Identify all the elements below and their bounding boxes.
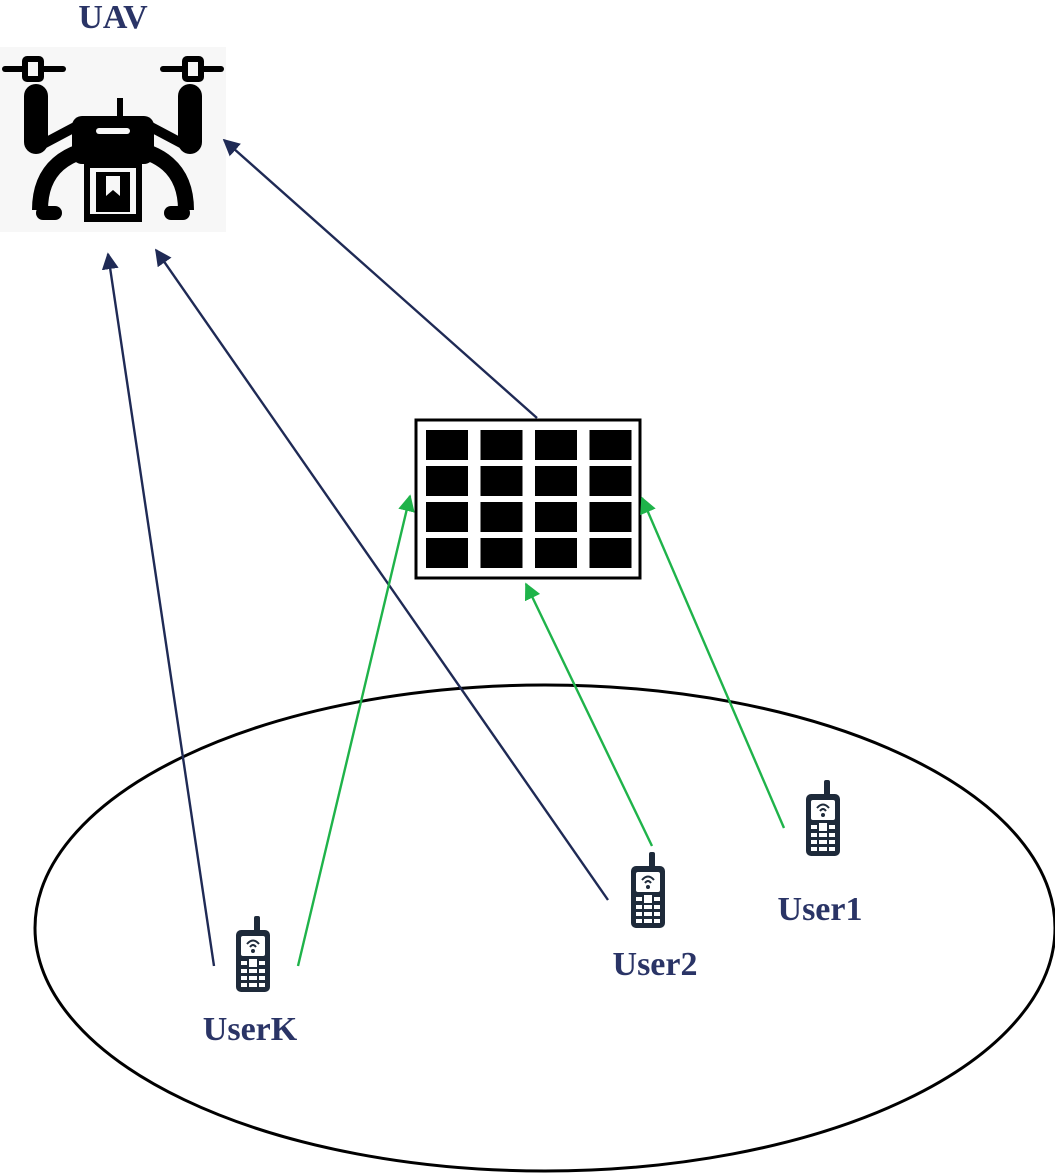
user-2 [630, 851, 666, 929]
ris-element [480, 430, 523, 460]
user-1 [805, 779, 841, 857]
ris-element [426, 466, 468, 496]
ris-element [535, 466, 577, 496]
ris-element [535, 502, 577, 532]
user-2-label: User2 [613, 946, 698, 983]
ris-element [589, 502, 632, 532]
ris-element [426, 538, 468, 568]
phone-icon [630, 851, 666, 929]
ris-element [535, 430, 577, 460]
ris-element [480, 502, 523, 532]
drone-icon [0, 47, 226, 232]
ris-element [480, 538, 523, 568]
ris-element [535, 538, 577, 568]
ris-element [426, 502, 468, 532]
link-user1-to-ris [640, 496, 786, 829]
uav-label: UAV [78, 0, 148, 36]
phone-icon [805, 779, 841, 857]
user-1-label: User1 [778, 891, 863, 928]
ris-element [589, 538, 632, 568]
ris-element [426, 430, 468, 460]
ris-panel-icon [414, 418, 642, 580]
phone-icon [235, 915, 271, 993]
link-user2-to-ris [524, 582, 654, 847]
user-k [235, 915, 271, 993]
links [101, 138, 786, 967]
ris-element [480, 466, 523, 496]
link-userk-to-ris [296, 494, 415, 967]
ris-element [589, 466, 632, 496]
link-ris-to-uav [222, 138, 538, 419]
coverage-area [33, 683, 1055, 1173]
ris-element [589, 430, 632, 460]
link-user2-to-uav [155, 248, 609, 901]
link-userk-to-uav [101, 252, 216, 967]
user-k-label: UserK [203, 1011, 298, 1048]
